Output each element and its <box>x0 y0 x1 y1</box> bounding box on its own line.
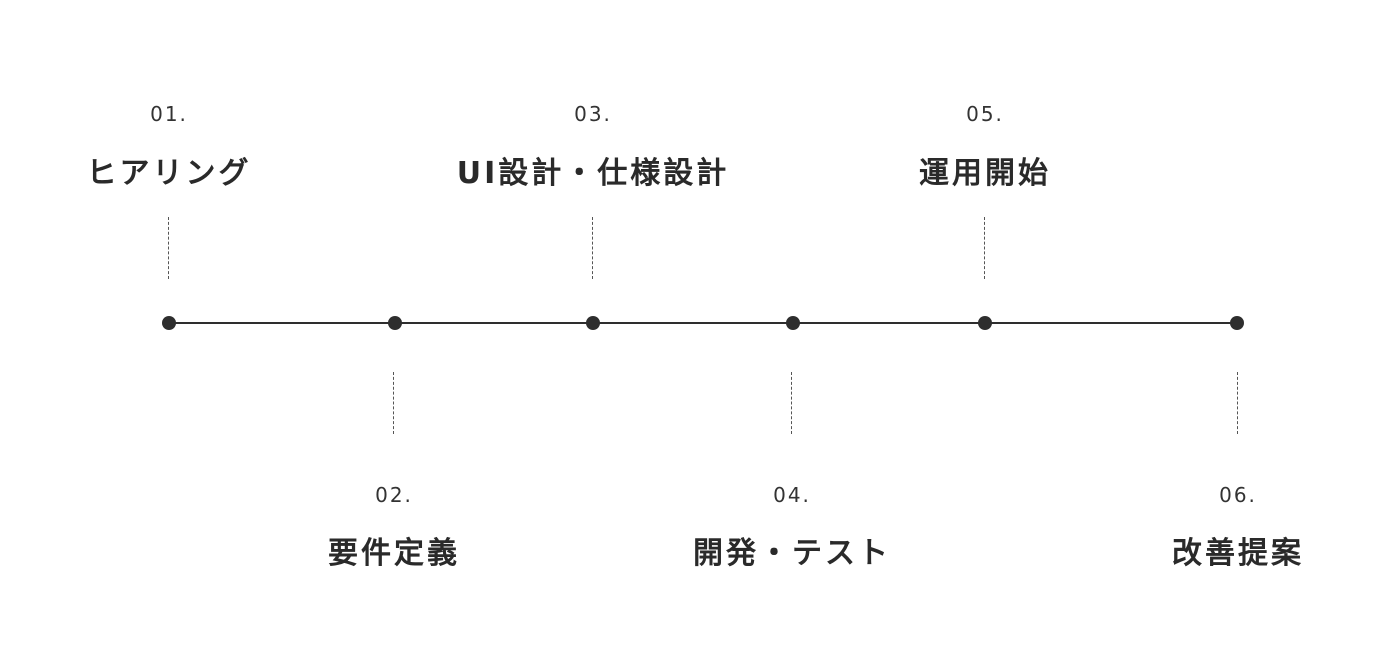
step-number: 01. <box>150 102 188 126</box>
step-title: 開発・テスト <box>693 536 891 571</box>
dashed-connector <box>791 372 792 434</box>
step-title: 改善提案 <box>1172 536 1304 571</box>
dashed-connector <box>592 217 593 279</box>
dashed-connector <box>168 217 169 279</box>
step-number: 02. <box>375 483 413 507</box>
step-title: UI設計・仕様設計 <box>456 156 730 191</box>
timeline-dot <box>1230 316 1244 330</box>
dashed-connector <box>1237 372 1238 434</box>
timeline-line <box>169 322 1237 324</box>
step-number: 05. <box>966 102 1004 126</box>
step-title: 運用開始 <box>919 156 1051 191</box>
timeline-dot <box>586 316 600 330</box>
timeline-dot <box>786 316 800 330</box>
step-title: 要件定義 <box>328 536 460 571</box>
dashed-connector <box>984 217 985 279</box>
timeline-dot <box>388 316 402 330</box>
timeline-dot <box>162 316 176 330</box>
dashed-connector <box>393 372 394 434</box>
step-number: 06. <box>1219 483 1257 507</box>
timeline-dot <box>978 316 992 330</box>
step-number: 04. <box>773 483 811 507</box>
step-number: 03. <box>574 102 612 126</box>
step-title: ヒアリング <box>86 156 252 191</box>
